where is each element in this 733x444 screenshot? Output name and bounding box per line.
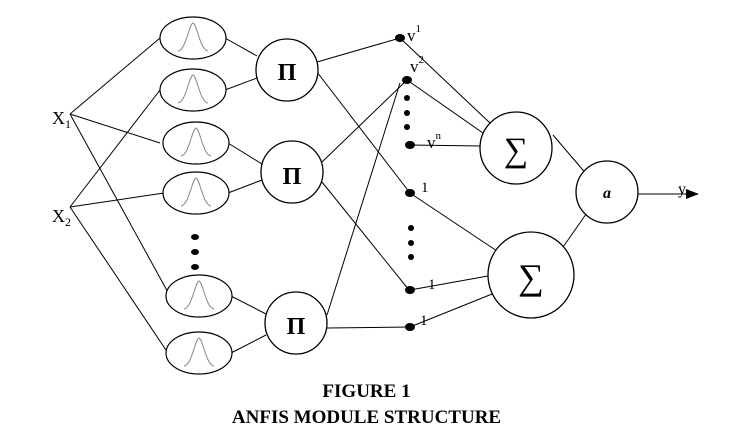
weight-dots (395, 34, 415, 331)
gaussian-icon (180, 127, 212, 157)
membership-node (162, 121, 230, 165)
input-label-x1: X1 (52, 108, 71, 131)
mf-product-edges (224, 37, 267, 354)
gaussian-icon (177, 74, 209, 104)
gaussian-icon (183, 280, 215, 310)
product-node: Π (255, 38, 319, 102)
weight-label-one: 1 (420, 313, 428, 329)
svg-text:∑: ∑ (504, 132, 528, 169)
product-node: Π (260, 140, 324, 204)
gaussian-icon (177, 22, 209, 52)
svg-text:Π: Π (283, 164, 302, 190)
membership-node (162, 171, 230, 215)
svg-text:a: a (603, 185, 611, 202)
membership-node (159, 68, 227, 112)
membership-node (165, 331, 233, 375)
weight-label-v2: v2 (410, 54, 424, 76)
output-arrowhead (686, 189, 699, 199)
weight-label-one: 1 (428, 277, 436, 293)
svg-text:Π: Π (278, 60, 297, 86)
weight-ellipsis-lower (408, 225, 414, 260)
output-label: y (678, 181, 686, 198)
sum-node: ∑ (487, 231, 575, 319)
sum-node: ∑ (479, 111, 553, 185)
weight-label-vn: vn (427, 130, 442, 152)
anfis-diagram: Π Π Π v1 v2 vn 1 1 1 ∑ ∑ (52, 16, 699, 375)
svg-text:Π: Π (287, 314, 306, 340)
membership-ellipsis (191, 234, 199, 270)
weight-sum-edges (399, 37, 501, 328)
gaussian-icon (180, 177, 212, 207)
svg-text:∑: ∑ (518, 257, 544, 297)
output-node: a (575, 160, 639, 224)
weight-ellipsis-upper (404, 95, 410, 130)
figure-number: FIGURE 1 (322, 381, 411, 402)
weight-label-one: 1 (421, 180, 429, 196)
product-node: Π (264, 291, 328, 355)
weight-label-v1: v1 (407, 23, 421, 45)
membership-node (165, 274, 233, 318)
figure-title: ANFIS MODULE STRUCTURE (231, 407, 502, 428)
input-edges (69, 37, 171, 354)
product-weight-edges (316, 37, 411, 329)
gaussian-icon (183, 337, 215, 367)
membership-node (159, 16, 227, 60)
input-label-x2: X2 (52, 206, 71, 229)
